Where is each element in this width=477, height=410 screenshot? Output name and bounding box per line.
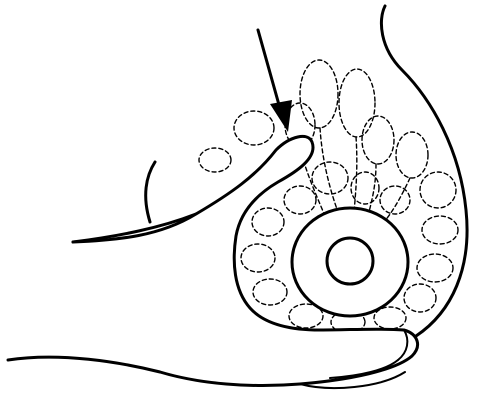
milk-duct bbox=[354, 137, 357, 212]
lobe bbox=[300, 60, 338, 128]
lobe bbox=[420, 172, 456, 208]
lobe bbox=[284, 186, 316, 214]
lobe bbox=[362, 116, 394, 164]
pressure-arrow-icon bbox=[258, 30, 292, 132]
lobe bbox=[234, 111, 274, 145]
lobe bbox=[404, 284, 436, 312]
lobe bbox=[241, 244, 275, 272]
lobe bbox=[396, 132, 428, 178]
lobe bbox=[422, 216, 458, 244]
lobe bbox=[339, 69, 375, 137]
lobe bbox=[417, 254, 453, 282]
lobe bbox=[312, 162, 348, 194]
milk-duct bbox=[320, 128, 338, 212]
lobe bbox=[253, 279, 287, 305]
milk-duct bbox=[368, 164, 376, 216]
chest-outline-left bbox=[146, 162, 155, 222]
milk-duct bbox=[384, 178, 410, 222]
lobe bbox=[199, 148, 231, 172]
lobe bbox=[252, 208, 284, 236]
nipple bbox=[327, 238, 373, 284]
lobe bbox=[380, 186, 410, 214]
